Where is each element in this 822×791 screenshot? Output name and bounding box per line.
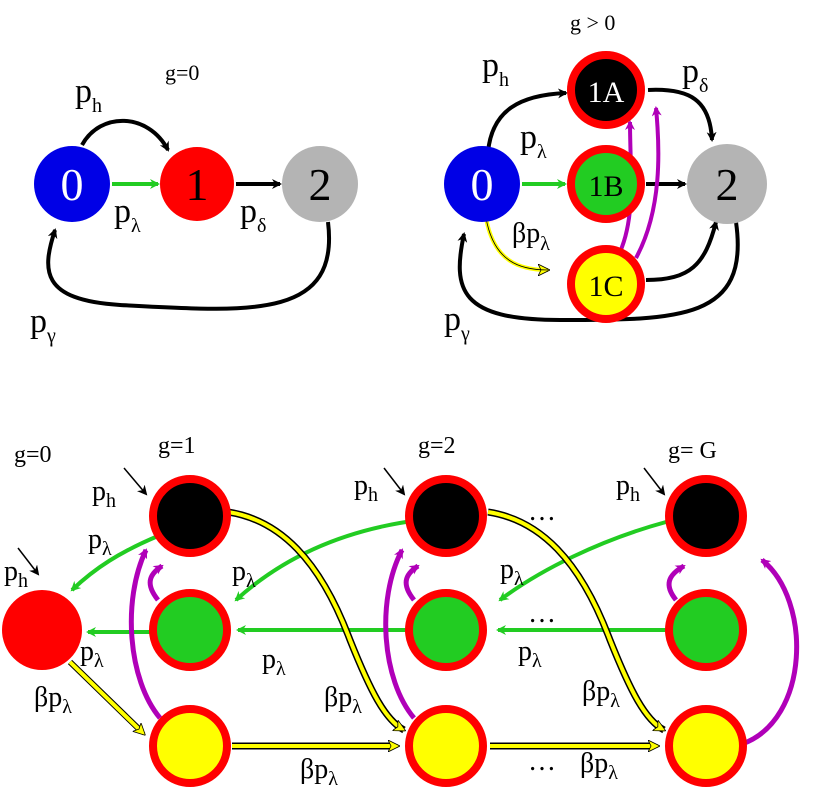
edge-gG-yellow-to-black-purple — [741, 558, 800, 747]
node-1c — [567, 245, 645, 323]
node-0-top-right — [444, 146, 520, 222]
node-gG-green — [665, 589, 747, 671]
panel-top-left: g=0 0 1 2 ph pλ pδ pγ — [30, 60, 358, 347]
node-1a-label: 1A — [588, 76, 625, 109]
node-1-top-left — [160, 147, 234, 221]
edge-0-to-1a-ph — [486, 88, 568, 153]
ellipsis-top: … — [528, 496, 556, 527]
edge-g0-to-g1-yellow — [68, 660, 144, 734]
title-bottom-g1: g=1 — [158, 433, 196, 459]
label-bplambda-right: βpλ — [512, 218, 550, 255]
node-g1-black — [149, 475, 231, 557]
node-1b-label: 1B — [588, 170, 623, 203]
edge-1a-to-2-pdelta — [647, 87, 717, 142]
label-pgamma: pγ — [30, 303, 56, 347]
label-bplambda-g1-diag: βpλ — [324, 682, 362, 718]
node-2-top-right — [687, 144, 767, 224]
label-plambda-gG-mid: pλ — [518, 636, 542, 672]
edge-gG-black-to-g2-green — [498, 520, 667, 602]
ellipsis-mid: … — [528, 598, 556, 629]
edge-g1-yellow-to-black-purple — [128, 548, 162, 720]
edge-gG-green-to-black-purple — [666, 563, 686, 602]
edge-1c-to-1a-purple-b — [634, 106, 662, 259]
label-bplambda-g2-bottom: βpλ — [580, 748, 618, 784]
edge-1c-to-2 — [645, 220, 719, 282]
title-bottom-g2: g=2 — [418, 433, 456, 459]
title-g0-top-left: g=0 — [165, 60, 199, 85]
edge-g1-black-to-g0 — [70, 534, 159, 592]
arrow-ph-g2 — [383, 467, 406, 496]
arrow-ph-gG — [643, 467, 666, 496]
label-ph-bottom-g1: ph — [92, 476, 116, 512]
node-g2-green — [405, 589, 487, 671]
node-1a — [567, 51, 645, 129]
node-g2-black — [405, 475, 487, 557]
title-g-positive: g > 0 — [570, 10, 615, 35]
node-g1-yellow — [149, 705, 231, 787]
node-1c-label: 1C — [588, 270, 623, 303]
node-1-label: 1 — [186, 159, 209, 210]
label-pgamma-right: pγ — [444, 301, 470, 345]
label-ph: ph — [75, 73, 102, 117]
edge-0-to-1-ph — [80, 118, 170, 152]
label-bplambda-g0: βpλ — [34, 682, 72, 718]
arrow-ph-g0 — [17, 547, 40, 576]
edge-2-to-0-pgamma — [46, 221, 332, 311]
label-bplambda-g1-bottom: βpλ — [300, 754, 338, 790]
label-ph-bottom-g0: ph — [4, 556, 28, 592]
node-g1-green — [149, 589, 231, 671]
node-0-label: 0 — [61, 159, 84, 210]
node-2-top-left — [282, 146, 358, 222]
node-gG-yellow — [665, 705, 747, 787]
edge-g2-black-to-gG-yellow — [487, 510, 664, 732]
node-bottom-g0 — [2, 590, 82, 670]
label-plambda-right: pλ — [520, 119, 547, 163]
label-plambda-g2-top: pλ — [232, 556, 256, 592]
label-plambda-g2-mid: pλ — [262, 644, 286, 680]
panel-top-right: g > 0 0 1A 1B 1C 2 ph pδ pλ βpλ pγ — [444, 10, 767, 345]
label-bplambda-g2-diag: βpλ — [582, 676, 620, 712]
edge-2-to-0-pgamma-right — [457, 221, 740, 323]
panel-bottom: g=0 g=1 g=2 g= G … … … — [2, 433, 800, 790]
label-pdelta-right: pδ — [682, 53, 708, 97]
title-bottom-g0: g=0 — [14, 442, 52, 468]
edge-g1-black-to-g2-yellow — [227, 510, 404, 732]
label-pdelta: pδ — [240, 193, 266, 237]
edge-g2-black-to-g1-green — [234, 518, 421, 602]
label-plambda-g1-mid: pλ — [80, 636, 104, 672]
edge-g1-green-to-black-purple — [147, 563, 164, 602]
ellipsis-bottom: … — [528, 746, 556, 777]
node-g2-yellow — [405, 705, 487, 787]
label-ph-right: ph — [482, 47, 509, 91]
node-1b — [567, 145, 645, 223]
label-plambda: pλ — [114, 193, 141, 237]
node-2r-label: 2 — [716, 159, 739, 210]
edge-g2-green-to-black-purple — [403, 563, 420, 602]
edge-g2-yellow-to-black-purple — [383, 548, 416, 720]
yellow-edges — [67, 508, 664, 746]
node-0r-label: 0 — [471, 159, 494, 210]
node-2-label: 2 — [309, 159, 332, 210]
label-ph-bottom-g2: ph — [354, 470, 378, 506]
node-gG-black — [665, 475, 747, 557]
label-plambda-g1-top: pλ — [88, 524, 112, 560]
label-plambda-gG-top: pλ — [500, 554, 524, 590]
edge-0-to-1c-outline — [485, 217, 549, 271]
arrow-ph-g1 — [123, 467, 148, 496]
label-ph-bottom-gG: ph — [616, 470, 640, 506]
node-0-top-left — [34, 146, 110, 222]
title-bottom-gG: g= G — [668, 438, 717, 464]
